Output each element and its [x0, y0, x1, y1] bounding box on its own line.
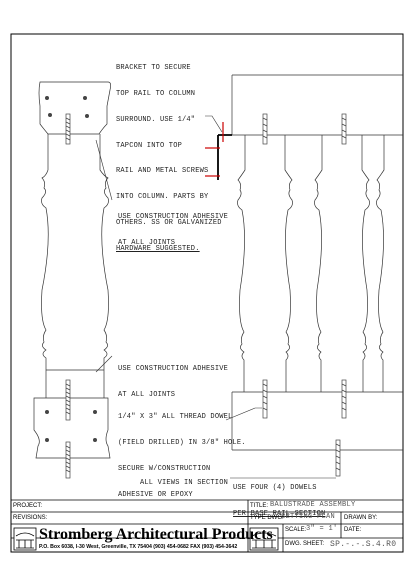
type-dwg-value: SETTING PLAN — [281, 513, 336, 521]
note-line: BRACKET TO SECURE — [116, 64, 191, 73]
baluster-profile-right — [99, 134, 109, 398]
note-line: SURROUND. USE 1/4" — [116, 115, 196, 124]
note-line: 1/4" X 3" ALL THREAD DOWEL — [118, 413, 233, 422]
note-dowels-base: USE FOUR (4) DOWELS PER BASE RAIL SECTIO… — [233, 467, 325, 527]
balustrade-section-drawing — [33, 74, 403, 479]
note-adhesive-top: USE CONSTRUCTION ADHESIVE AT ALL JOINTS — [118, 196, 228, 256]
top-rail-bracket — [217, 134, 232, 180]
type-dwg-label: TYPE DWG: — [250, 515, 284, 521]
company-address: P.O. Box 6038, I-30 West, Greenville, TX… — [39, 544, 238, 550]
bracket-screw — [83, 96, 87, 100]
drawn-by-label: DRAWN BY: — [344, 515, 378, 521]
base-screw — [93, 438, 97, 442]
dowel-left-top — [65, 113, 71, 145]
note-line: USE FOUR (4) DOWELS — [233, 484, 317, 493]
note-line: AT ALL JOINTS — [118, 238, 176, 247]
dowel-left-floor — [65, 441, 71, 479]
baluster-right-3 — [376, 135, 385, 392]
note-line: HARDWARE SUGGESTED. — [116, 244, 200, 253]
company-name: Stromberg Architectural Products — [39, 526, 273, 543]
note-line: PER BASE RAIL SECTION — [233, 509, 326, 518]
note-views: ALL VIEWS IN SECTION — [140, 479, 229, 487]
dwg-sheet-label: DWG. SHEET: — [285, 541, 325, 547]
base-screw — [45, 438, 49, 442]
project-label: PROJECT: — [13, 503, 43, 509]
title-label: TITLE: — [250, 503, 269, 509]
note-line: AT ALL JOINTS — [118, 390, 176, 399]
scale-label: SCALE: — [285, 527, 307, 533]
note-line: INTO COLUMN. PARTS BY — [116, 193, 209, 202]
note-line: ADHESIVE OR EPOXY — [118, 490, 193, 499]
note-line: SECURE W/CONSTRUCTION — [118, 464, 211, 473]
title-value: BALUSTRADE ASSEMBLY — [270, 501, 356, 509]
sheet-border — [10, 33, 404, 553]
base-screw — [45, 410, 49, 414]
note-line: RAIL AND METAL SCREWS — [116, 167, 209, 176]
dowel-left-bottom — [65, 379, 71, 421]
dwg-sheet-value: SP.-.-.S.4.R0 — [330, 540, 397, 549]
bracket-screws-red — [205, 122, 224, 177]
note-line: (FIELD DRILLED) IN 3/8" HOLE. — [118, 438, 246, 447]
note-bracket: BRACKET TO SECURE TOP RAIL TO COLUMN SUR… — [116, 47, 222, 262]
note-line: USE CONSTRUCTION ADHESIVE — [118, 365, 229, 374]
baluster-right-2 — [314, 135, 370, 392]
revisions-label: REVISIONS: — [13, 515, 48, 521]
note-line: USE CONSTRUCTION ADHESIVE — [118, 213, 229, 222]
baluster-right-1 — [237, 135, 293, 392]
top-rail-cap — [38, 81, 112, 135]
company-logo-left — [13, 527, 37, 551]
baluster-profile-left — [41, 134, 49, 398]
note-adhesive-bottom: USE CONSTRUCTION ADHESIVE AT ALL JOINTS — [118, 348, 228, 408]
date-label: DATE: — [344, 527, 362, 533]
dowels-right — [262, 113, 347, 477]
base-rail-block — [33, 397, 111, 459]
note-line: TAPCON INTO TOP — [116, 141, 183, 150]
bracket-screw — [45, 96, 49, 100]
scale-value: 3" = 1' — [306, 525, 338, 533]
note-line: TOP RAIL TO COLUMN — [116, 89, 196, 98]
base-screw — [93, 410, 97, 414]
leader-lines — [95, 115, 336, 479]
title-block-lines — [11, 499, 403, 552]
company-logo-right — [249, 527, 279, 551]
bracket-screw — [48, 113, 52, 117]
note-line: OTHERS. SS OR GALVANIZED — [116, 218, 222, 227]
note-dowel: 1/4" X 3" ALL THREAD DOWEL (FIELD DRILLE… — [118, 396, 246, 508]
bracket-screw — [85, 114, 89, 118]
